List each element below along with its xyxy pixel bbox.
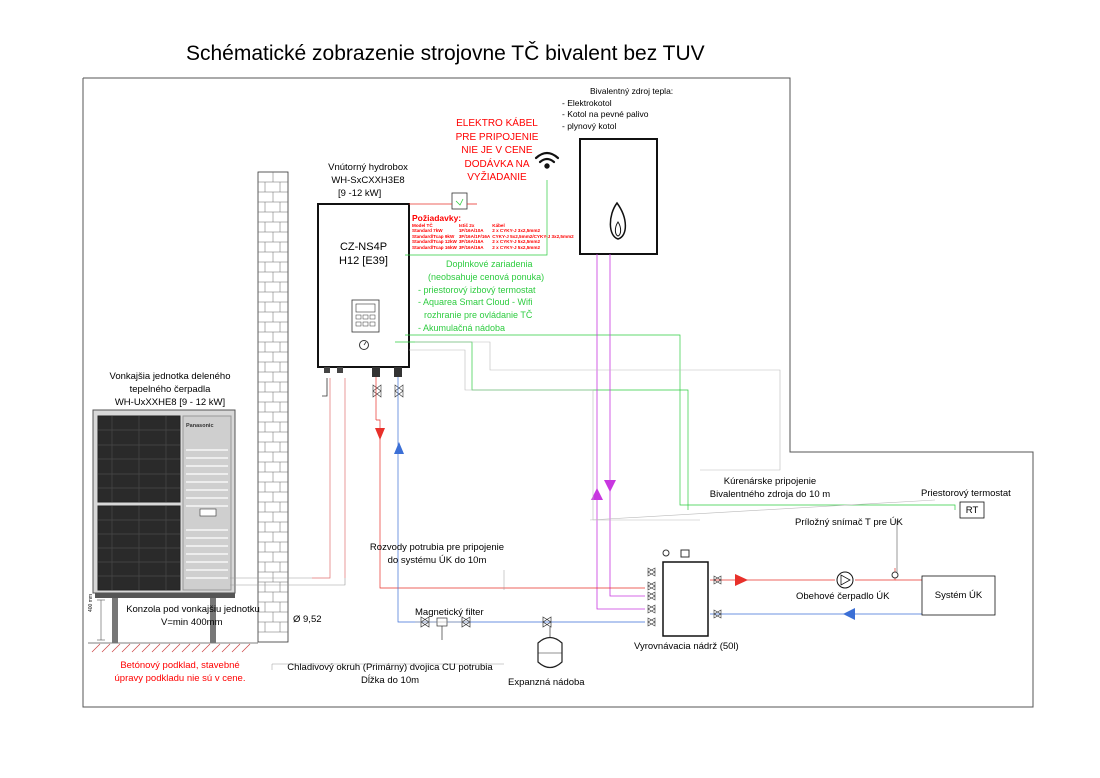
electric-cable-note: ELEKTRO KÁBEL PRE PRIPOJENIE NIE JE V CE… [442, 117, 552, 185]
electric-note-line: VYŽIADANIE [467, 172, 527, 183]
requirements-heading: Požiadavky: [412, 213, 462, 223]
bivalent-source-heading: Bivalentný zdroj tepla: [590, 86, 674, 96]
requirements-table: Model TČ Istič 2x Kábel Standard 7kW 1F/… [412, 223, 576, 250]
pipe-diameter-label: Ø 9,52 [293, 614, 322, 625]
req-col-header: Kábel [492, 223, 505, 228]
req-cell: Standard 7kW [412, 228, 443, 234]
req-cell: 2 x CYKY-J 5x2,5mm2 [492, 239, 541, 245]
hydrobox-model-line: H12 [E39] [339, 255, 388, 267]
req-cell: 3F/16A/16A [458, 239, 484, 245]
accessory-line: - Aquarea Smart Cloud - Wifi [418, 297, 533, 308]
req-cell: 2 x CYKY-J 3x2,5mm2 [492, 228, 541, 234]
requirements-row: Standard/Tcap 16kW 3F/16A/16A 2 x CYKY-J… [412, 245, 576, 250]
heating-system-box [921, 575, 996, 616]
magnetic-filter-label: Magnetický filter [415, 607, 484, 618]
outdoor-brand-logo: Panasonic [186, 423, 214, 429]
bivalent-source-list: Bivalentný zdroj tepla: - Elektrokotol -… [562, 86, 673, 132]
circulation-pump-label: Obehové čerpadlo ÚK [796, 591, 890, 602]
requirements-row: Standard/Tcap 12kW 3F/16A/16A 2 x CYKY-J… [412, 239, 576, 244]
rt-label: RT [965, 505, 979, 516]
expansion-vessel-label: Expanzná nádoba [508, 677, 585, 688]
refrigerant-line: Dĺžka do 10m [360, 675, 420, 686]
wifi-icon [534, 151, 560, 169]
ground-hatch [88, 642, 258, 653]
outdoor-unit [92, 409, 236, 643]
accessories-list: Doplnkové zariadenia (neobsahuje cenová … [412, 258, 544, 335]
bracket-line: Konzola pod vonkajšiu jednotku [126, 604, 260, 615]
req-cell: 1F/16A/10A [458, 228, 484, 234]
requirements-row: Standard/Tcap 9kW 3F/16A/1F/16A CYKY-J 5… [412, 234, 576, 239]
accessory-line: rozhranie pre ovládanie TČ [424, 310, 533, 321]
bivalent-source-item: - Elektrokotol [562, 97, 612, 108]
bivalent-source-item: - plynový kotol [562, 120, 617, 131]
pipe-distribution-line: do systému ÚK do 10m [387, 555, 487, 566]
req-cell: 3F/16A/1F/16A [458, 233, 491, 239]
pipe-distribution-line: Rozvody potrubia pre pripojenie [369, 542, 505, 553]
req-cell: Standard/Tcap 9kW [412, 233, 455, 239]
indoor-unit-heading: Vnútorný hydrobox WH-SxCXXH3E8 [9 -12 kW… [308, 161, 428, 200]
foundation-line: úpravy podkladu nie sú v cene. [114, 673, 246, 684]
magnetic-filter-symbol [420, 616, 471, 640]
buffer-tank-label: Vyrovnávacia nádrž (50l) [634, 641, 739, 652]
junction-box [451, 192, 468, 210]
requirements-row: Standard 7kW 1F/16A/10A 2 x CYKY-J 3x2,5… [412, 228, 576, 233]
wall [257, 171, 289, 643]
electric-note-line: ELEKTRO KÁBEL [456, 118, 538, 129]
indoor-unit-heading-line: Vnútorný hydrobox [328, 162, 408, 173]
req-cell: 2 x CYKY-J 5x2,5mm2 [492, 244, 541, 250]
refrigerant-circuit-label: Chladivový okruh (Primárny) dvojica CU p… [270, 661, 510, 687]
height-dimension: 400 mm [88, 593, 94, 612]
outdoor-unit-heading-line: tepelného čerpadla [129, 384, 211, 395]
heating-connection-line: Bivalentného zdroja do 10 m [709, 489, 831, 500]
indoor-unit-heading-line: [9 -12 kW] [338, 188, 382, 199]
hydrobox-model: CZ-NS4P H12 [E39] [318, 240, 409, 268]
hydrobox-model-line: CZ-NS4P [339, 241, 388, 253]
heating-system-label: Systém ÚK [934, 590, 983, 601]
req-cell: Standard/Tcap 16kW [412, 244, 457, 250]
sensor-label: Príložný snímač T pre ÚK [795, 517, 903, 528]
req-col-header: Model TČ [412, 223, 433, 228]
heating-connection-label: Kúrenárske pripojenie Bivalentného zdroj… [700, 475, 840, 501]
refrigerant-line: Chladivový okruh (Primárny) dvojica CU p… [287, 662, 493, 673]
indoor-unit-heading-line: WH-SxCXXH3E8 [331, 175, 405, 186]
room-thermostat-box [959, 501, 985, 519]
accessory-line: - priestorový izbový termostat [418, 284, 536, 295]
bivalent-boiler [579, 138, 658, 255]
heating-connection-line: Kúrenárske pripojenie [723, 476, 817, 487]
bracket-label: Konzola pod vonkajšiu jednotku V=min 400… [118, 603, 268, 629]
outdoor-unit-heading-line: Vonkajšia jednotka deleného [109, 371, 231, 382]
accessory-line: Doplnkové zariadenia [446, 259, 533, 269]
electric-note-line: DODÁVKA NA [464, 158, 530, 170]
circulation-pump [836, 571, 899, 589]
bracket-line: V=min 400mm [161, 617, 223, 628]
req-cell: Standard/Tcap 12kW [412, 239, 457, 245]
foundation-line: Betónový podklad, stavebné [120, 660, 240, 671]
expansion-vessel [537, 636, 563, 669]
requirements-block: Požiadavky: Model TČ Istič 2x Kábel Stan… [412, 213, 576, 250]
buffer-tank [647, 549, 722, 637]
req-col-header: Istič 2x [458, 223, 475, 228]
outdoor-unit-heading-line: WH-UxXXHE8 [9 - 12 kW] [114, 397, 226, 408]
accessory-line: - Akumulačná nádoba [418, 322, 506, 333]
foundation-note: Betónový podklad, stavebné úpravy podkla… [100, 659, 260, 685]
outdoor-unit-heading: Vonkajšia jednotka deleného tepelného če… [95, 370, 245, 409]
electric-note-line: NIE JE V CENE [461, 145, 533, 156]
room-thermostat-label: Priestorový termostat [921, 488, 1011, 499]
req-cell: CYKY-J 5x2,5mm2/CYKY-J 3x2,5mm2 [492, 233, 574, 239]
pipe-distribution-label: Rozvody potrubia pre pripojenie do systé… [357, 541, 517, 567]
requirements-header-row: Model TČ Istič 2x Kábel [412, 223, 576, 228]
accessory-line: (neobsahuje cenová ponuka) [428, 271, 545, 282]
req-cell: 3F/16A/16A [458, 244, 484, 250]
electric-note-line: PRE PRIPOJENIE [455, 131, 539, 143]
bivalent-source-item: - Kotol na pevné palivo [562, 109, 649, 119]
indoor-hydrobox [317, 203, 410, 398]
